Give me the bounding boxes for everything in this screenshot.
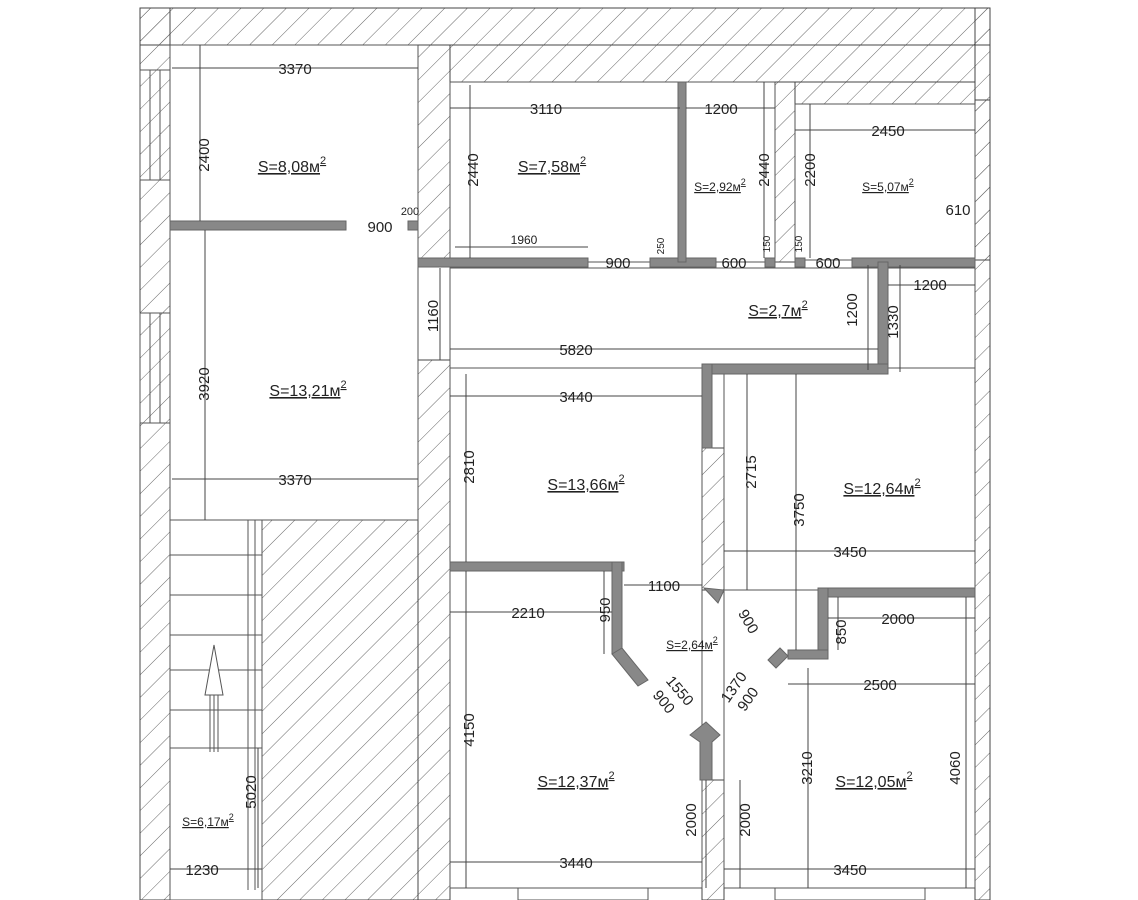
dim-bm-3440: 3440	[559, 855, 592, 872]
area-left: S=13,21м2	[269, 379, 346, 400]
dim-wall-150a: 150	[762, 235, 773, 252]
area-labels: S=8,08м2 S=7,58м2 S=2,92м2 S=5,07м2 S=2,…	[182, 155, 920, 829]
dim-hall-5820: 5820	[559, 342, 592, 359]
dim-hall-1200-h: 1200	[844, 293, 861, 326]
room-interiors	[169, 44, 976, 900]
outer-walls	[139, 7, 991, 900]
dim-door-right: 600	[815, 255, 840, 272]
dim-center-height: 2810	[461, 450, 478, 483]
dim-bm-2000: 2000	[683, 803, 700, 836]
dim-small-height: 2440	[756, 153, 773, 186]
area-bottom-mid: S=12,37м2	[537, 770, 614, 791]
dim-right-3450: 3450	[833, 544, 866, 561]
dim-bm-2210: 2210	[511, 605, 544, 622]
dim-center-2715: 2715	[743, 455, 760, 488]
dim-wall-150b: 150	[794, 235, 805, 252]
dim-right-3750: 3750	[791, 493, 808, 526]
dimension-lines	[170, 45, 975, 888]
dim-br-2500: 2500	[863, 677, 896, 694]
dim-door-mid: 900	[605, 255, 630, 272]
dim-br-850: 850	[833, 619, 850, 644]
area-right: S=12,64м2	[843, 477, 920, 498]
dim-br-3450: 3450	[833, 862, 866, 879]
dim-top-mid-inner: 1960	[511, 233, 538, 247]
area-top-right: S=5,07м2	[862, 177, 914, 194]
dim-bm-4150: 4150	[461, 713, 478, 746]
dim-stair-1230: 1230	[185, 862, 218, 879]
dim-door-left: 900	[367, 219, 392, 236]
dimension-labels: 3370 2400 900 200 3110 2440 1960 900 250…	[185, 61, 970, 879]
dim-top-mid-width: 3110	[530, 101, 562, 118]
interior-walls	[169, 81, 976, 781]
dim-right-height: 2200	[802, 153, 819, 186]
area-top-mid: S=7,58м2	[518, 155, 586, 176]
dim-top-left-width: 3370	[278, 61, 311, 78]
dim-hall-1330: 1330	[885, 305, 902, 338]
dim-left-height: 3920	[196, 367, 213, 400]
dim-left-width: 3370	[278, 472, 311, 489]
stair-arrow-icon	[204, 644, 224, 752]
dim-wall-250: 250	[656, 237, 667, 254]
dim-br-3210: 3210	[799, 751, 816, 784]
dim-br-4060: 4060	[947, 751, 964, 784]
dim-top-left-height: 2400	[196, 138, 213, 171]
windows	[139, 69, 926, 900]
dim-right-610: 610	[945, 202, 970, 219]
area-stair: S=6,17м2	[182, 812, 234, 829]
dim-wall-200: 200	[401, 206, 419, 218]
dim-right-width: 2450	[871, 123, 904, 140]
dim-top-mid-height: 2440	[465, 153, 482, 186]
area-hall-lower: S=2,64м2	[666, 635, 718, 652]
area-bottom-right: S=12,05м2	[835, 770, 912, 791]
dim-opening-1160: 1160	[425, 300, 442, 332]
area-center: S=13,66м2	[547, 473, 624, 494]
dim-opening-1100: 1100	[648, 578, 680, 595]
dim-hall-1200-w: 1200	[913, 277, 946, 294]
area-top-left: S=8,08м2	[258, 155, 326, 176]
dim-br-2000: 2000	[881, 611, 914, 628]
dim-center-width: 3440	[559, 389, 592, 406]
dim-small-width: 1200	[704, 101, 737, 118]
area-top-small: S=2,92м2	[694, 177, 746, 194]
dim-br-2000b: 2000	[737, 803, 754, 836]
dim-door-small: 600	[721, 255, 746, 272]
area-hall-upper: S=2,7м2	[748, 299, 807, 320]
dim-bm-950: 950	[597, 597, 614, 622]
dim-stair-5020: 5020	[243, 775, 260, 808]
staircase	[170, 520, 262, 890]
